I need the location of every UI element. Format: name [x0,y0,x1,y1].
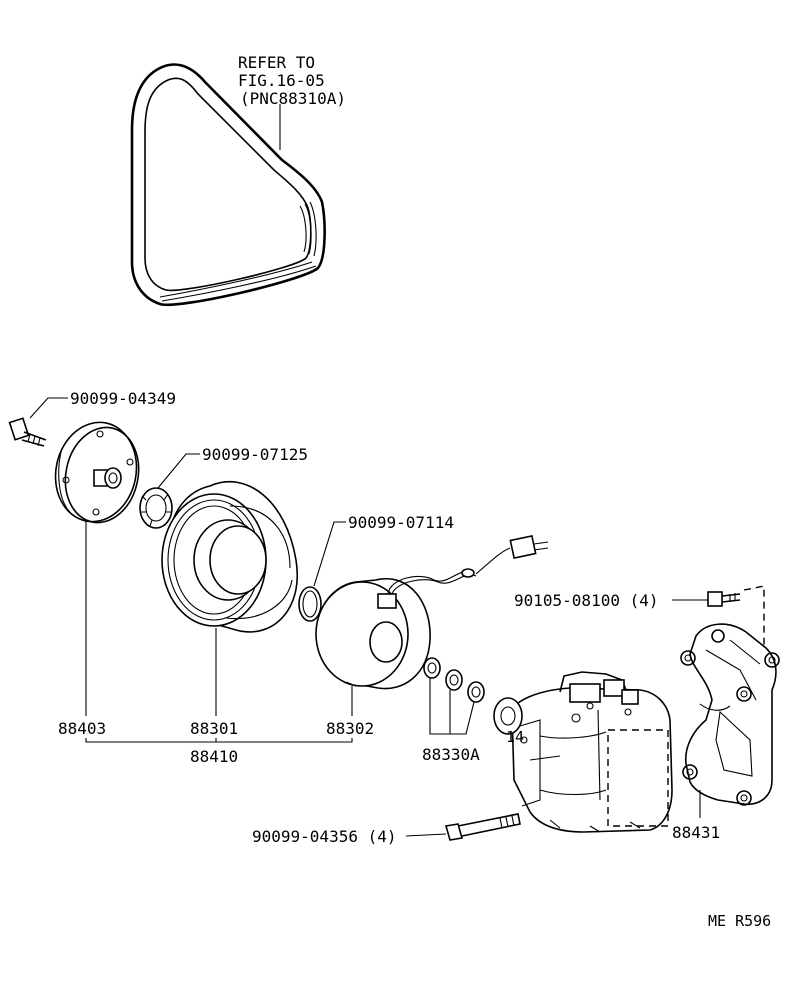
label-bracket-bolt: 90105-08100 (4) [514,591,659,610]
label-bracket: 88431 [672,823,720,842]
label-field-coil: 88302 [326,719,374,738]
bracket-bolt-guide [743,585,765,656]
label-pulley: 88301 [190,719,238,738]
leader-shims [429,678,475,735]
shims [423,657,485,703]
leader-snap-ring-1 [157,453,200,489]
belt-note-line2: FIG.16-05 [238,71,325,90]
compressor-mark: 14 [506,728,524,746]
small-bolt [8,417,47,447]
snap-ring-2 [298,586,322,622]
long-bolt [444,813,521,841]
leader-snap-ring-2 [313,521,346,587]
compressor: 14 [493,671,673,833]
leader-bolt-small [29,397,68,419]
bracket-bolt [707,591,741,607]
drawing-code: ME R596 [708,912,771,930]
label-shims: 88330A [422,745,480,764]
belt-note-line1: REFER TO [238,53,315,72]
snap-ring-1 [139,487,173,529]
label-snap-ring-2: 90099-07114 [348,513,454,532]
drive-belt [130,63,326,307]
compressor-bracket [680,623,780,806]
label-snap-ring-1: 90099-07125 [202,445,308,464]
label-bolt-small: 90099-04349 [70,389,176,408]
label-long-bolt: 90099-04356 (4) [252,827,397,846]
clutch-hub [54,421,140,524]
label-clutch-assembly: 88410 [190,747,238,766]
assembly-bracket-line [85,738,353,743]
pulley [161,481,298,633]
label-hub: 88403 [58,719,106,738]
leader-long-bolt [405,833,447,837]
belt-note-line3: (PNC88310A) [240,89,346,108]
field-coil [315,534,549,690]
